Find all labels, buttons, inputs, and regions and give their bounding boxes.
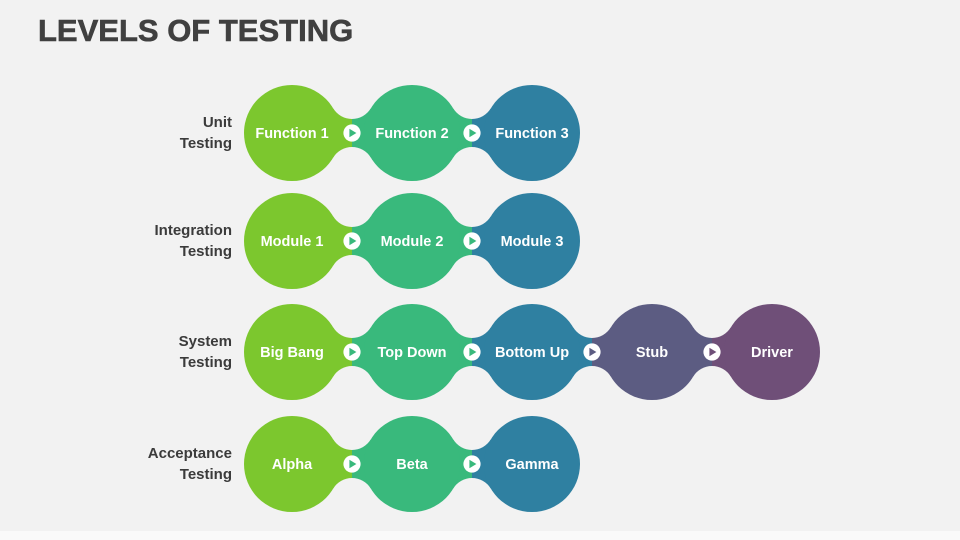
node-label: Top Down [378,345,447,361]
node-blob [484,416,580,512]
row-label-line: Testing [179,466,232,483]
node-label: Function 2 [375,126,448,142]
node-blob [244,416,340,512]
play-arrow-icon [349,128,357,138]
play-arrow-icon [469,459,477,469]
node-label: Module 1 [261,234,324,250]
row-label-line: Testing [179,354,232,371]
node-blob [364,304,460,400]
node-blob [484,85,580,181]
row-label-unit-testing: Unit Testing [32,112,232,154]
play-arrow-icon [349,236,357,246]
node-label: Bottom Up [495,345,569,361]
node-label: Big Bang [260,345,324,361]
row-label-line: Testing [179,135,232,152]
row-label-system-testing: System Testing [32,331,232,373]
row-label-acceptance-testing: Acceptance Testing [32,443,232,485]
play-arrow-icon [589,347,597,357]
play-arrow-icon [349,347,357,357]
node-label: Function 1 [255,126,328,142]
node-blob [364,85,460,181]
node-blob [724,304,820,400]
row-label-line: Integration [154,222,233,239]
node-label: Stub [636,345,668,361]
node-blob [244,304,340,400]
row-label-integration-testing: Integration Testing [32,220,233,262]
row-label-line: Testing [179,243,232,260]
node-blob [484,304,580,400]
play-arrow-icon [469,236,477,246]
slide-title: LEVELS OF TESTING [38,13,354,49]
node-label: Function 3 [495,126,568,142]
node-label: Module 2 [381,234,444,250]
node-blob [484,193,580,289]
node-blob [364,193,460,289]
play-arrow-icon [469,128,477,138]
node-blob [364,416,460,512]
play-arrow-icon [469,347,477,357]
node-blob [244,193,340,289]
play-arrow-icon [349,459,357,469]
bottom-strip [0,531,960,540]
node-blob [604,304,700,400]
play-arrow-icon [709,347,717,357]
node-label: Module 3 [501,234,564,250]
row-label-line: System [178,333,232,350]
row-label-line: Unit [202,114,232,131]
node-label: Driver [751,345,793,361]
row-label-line: Acceptance [147,445,232,462]
node-blob [244,85,340,181]
node-label: Beta [396,457,428,473]
node-label: Gamma [505,457,559,473]
node-label: Alpha [272,457,313,473]
